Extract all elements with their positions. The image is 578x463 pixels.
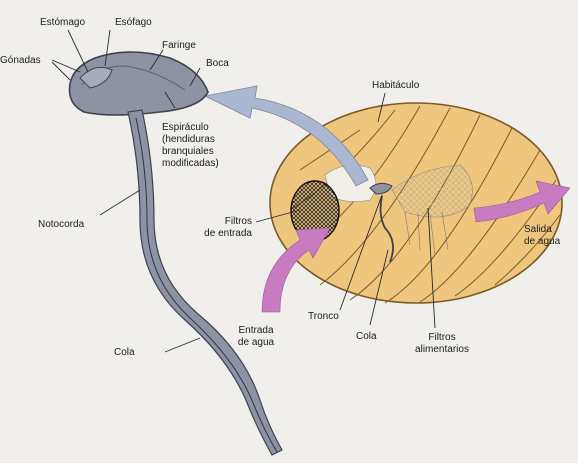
label-cola: Cola <box>114 347 135 358</box>
label-gonadas: Gónadas <box>0 55 41 66</box>
food-filter-fringe <box>404 211 449 256</box>
label-esofago: Esófago <box>115 17 152 28</box>
larvacean-animal <box>68 51 283 456</box>
notocorda <box>135 117 278 453</box>
entrada-agua-arrow <box>261 227 331 313</box>
label-espiraculo: Espiráculo (hendiduras branquiales modif… <box>162 122 219 169</box>
filtros-alimentarios <box>391 164 473 218</box>
label-estomago: Estómago <box>40 17 86 28</box>
label-faringe: Faringe <box>162 40 196 51</box>
stomach <box>79 66 113 89</box>
tail <box>127 109 283 456</box>
label-filtros-entrada: Filtros de entrada <box>204 216 252 239</box>
label-tronco: Tronco <box>308 311 339 322</box>
label-habitaculo: Habitáculo <box>372 80 420 91</box>
salida-agua-arrow <box>473 180 571 223</box>
label-filtros-alimentarios: Filtros alimentarios <box>415 332 469 355</box>
cola-small <box>379 195 394 263</box>
label-notocorda: Notocorda <box>38 219 85 230</box>
leader-lines <box>51 29 436 353</box>
label-boca: Boca <box>206 58 229 69</box>
label-entrada-agua: Entrada de agua <box>237 325 275 348</box>
label-cola-small: Cola <box>356 331 377 342</box>
label-salida-agua: Salida de agua <box>524 224 561 247</box>
tronco-small <box>369 182 393 195</box>
